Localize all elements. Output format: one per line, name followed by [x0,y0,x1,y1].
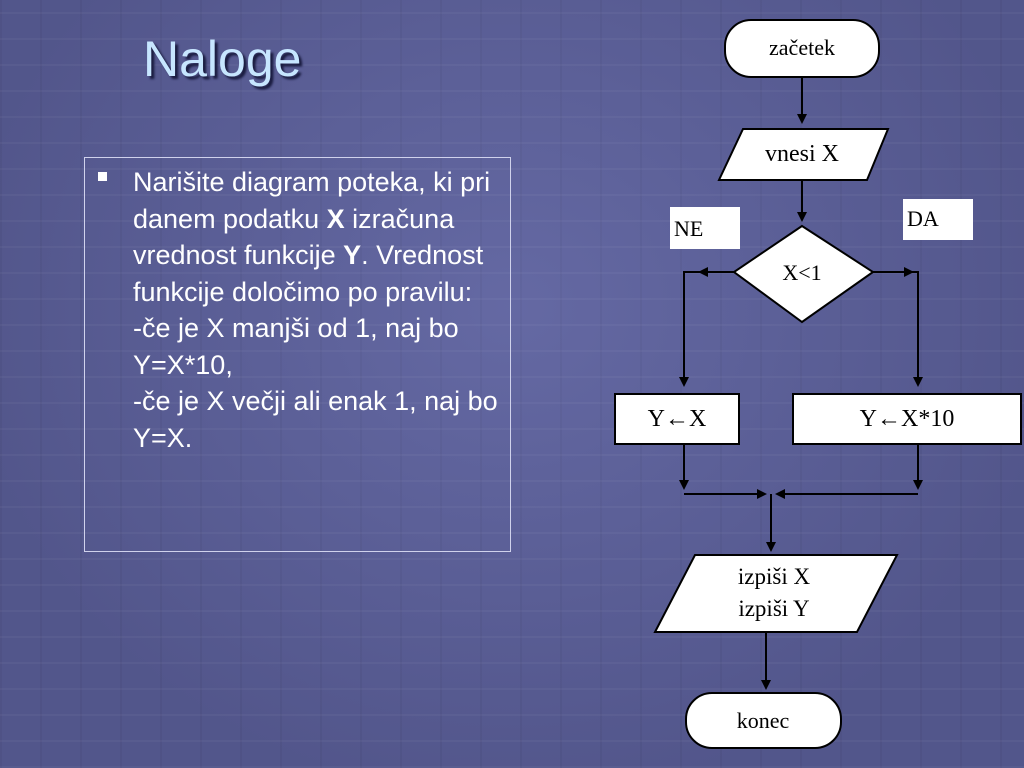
no-label: NE [674,216,703,241]
output-label-1: izpiši X [738,564,811,589]
task-rule-2: -če je X večji ali enak 1, naj bo Y=X. [133,386,498,453]
input-label: vnesi X [765,141,839,167]
output-label-2: izpiši Y [738,596,810,621]
input-node [717,128,890,181]
bullet-square-icon [98,172,107,181]
slide-title: Naloge [143,31,302,87]
assign-no-node [614,393,740,445]
task-text-part2: izračuna vrednost funkcije [133,203,455,271]
condition-node [732,224,875,324]
yes-label: DA [907,206,939,231]
condition-label: X<1 [782,260,821,285]
task-description: Narišite diagram poteka, ki pri danem po… [133,164,503,456]
assign-yes-node [792,393,1022,445]
start-node [724,19,880,78]
end-label: konec [737,708,790,733]
no-label-box [670,207,740,249]
yes-label-box [903,199,973,240]
start-label: začetek [769,35,835,60]
assign-no-label: Y←X [648,406,707,432]
edge-condition-no [679,271,734,387]
task-var-y: Y [343,240,362,270]
output-node [653,554,899,633]
task-text-part3: . Vrednost funkcije določimo po pravilu: [133,240,484,307]
edge-condition-yes [873,271,923,387]
end-node [685,692,842,749]
assign-yes-label: Y←X*10 [860,406,955,432]
task-rule-1: -če je X manjši od 1, naj bo Y=X*10, [133,313,459,380]
task-var-x: X [326,203,345,234]
task-text-part1: Narišite diagram poteka, ki pri danem po… [133,167,491,234]
task-text-box [84,157,511,552]
